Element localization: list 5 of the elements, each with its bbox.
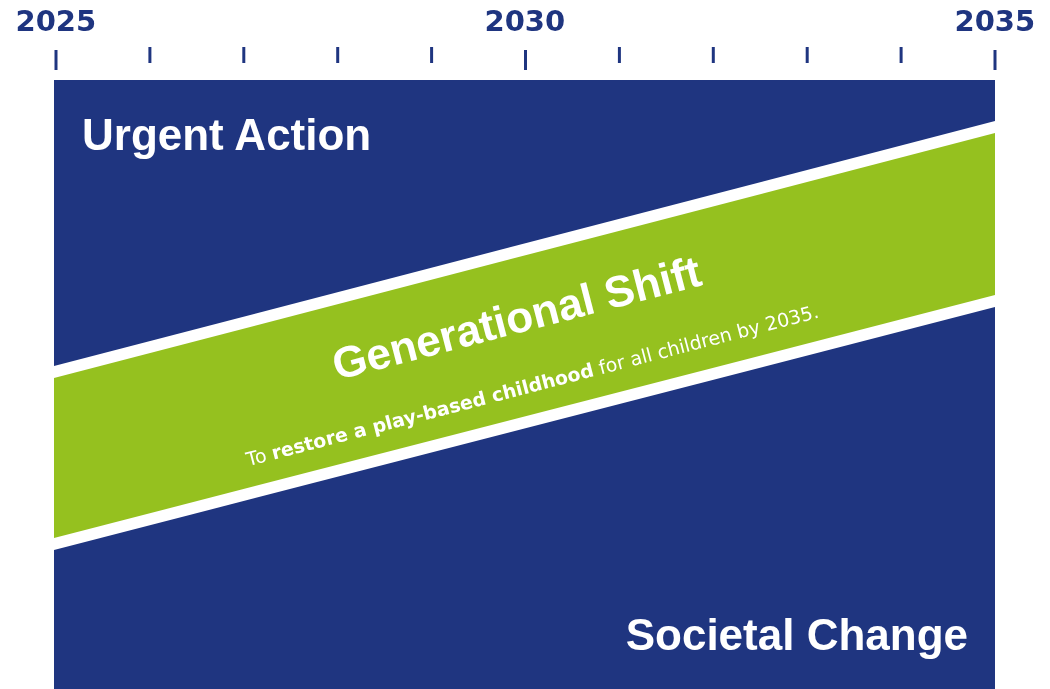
year-label: 2025 <box>15 4 97 38</box>
year-label: 2030 <box>484 4 566 38</box>
region-title: Urgent Action <box>82 110 372 160</box>
region-title: Societal Change <box>625 610 968 660</box>
year-label: 2035 <box>954 4 1036 38</box>
